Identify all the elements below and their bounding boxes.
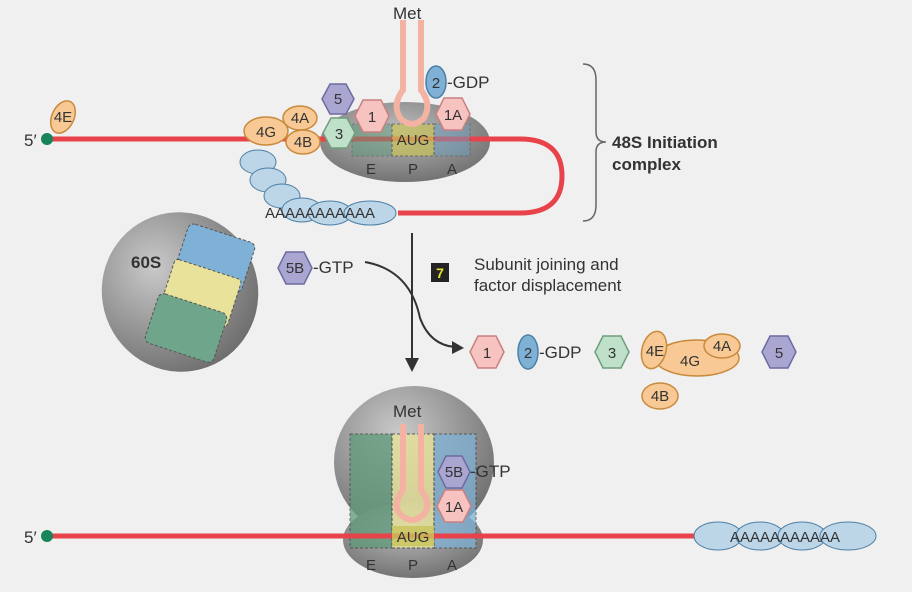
- released-factor-4g-label: 4G: [680, 353, 700, 370]
- a-site-label-bottom: A: [447, 557, 457, 574]
- factor-1-hexagon: [354, 99, 390, 133]
- factor-3-label: 3: [335, 126, 343, 143]
- factor-4e-oval: [49, 100, 77, 134]
- complex-label-line1: 48S Initiation: [612, 133, 718, 152]
- poly-a-tail-top: AAAAAAAAAAA: [265, 205, 375, 222]
- step-number: 7: [436, 265, 444, 281]
- factor-5b-hexagon-bound: [437, 455, 471, 489]
- met-label-bottom: Met: [393, 402, 422, 421]
- factor-5b-label-bound: 5B: [445, 464, 463, 481]
- trna-met-top: [393, 20, 431, 127]
- factor-5b-label-free: 5B: [286, 260, 304, 277]
- released-factor-2-label: 2: [524, 345, 532, 362]
- factor-4b-oval: [285, 129, 321, 155]
- released-factor-2-oval: [517, 334, 539, 370]
- released-factor-4b-label: 4B: [651, 388, 669, 405]
- aug-codon-top: AUG: [397, 132, 430, 149]
- p-site-label-top: P: [408, 161, 418, 178]
- trna-met-bottom: [393, 424, 431, 523]
- e-site-channel: [349, 433, 393, 549]
- released-factor-4e-oval: [640, 330, 668, 370]
- factor-1a-hexagon-bottom: [436, 489, 472, 523]
- e-site-label-top: E: [366, 161, 376, 178]
- step-label-line2: factor displacement: [474, 276, 622, 295]
- released-factor-4b-oval: [641, 382, 679, 410]
- subunit-60s-label: 60S: [131, 253, 161, 272]
- gtp-label-bound: -GTP: [470, 462, 511, 481]
- displacement-arrow: [364, 261, 456, 348]
- gdp-label-top: -GDP: [447, 73, 490, 92]
- displacement-arrow-head: [452, 341, 464, 354]
- factor-2-oval-top: [425, 65, 447, 99]
- step-number-badge: [431, 263, 449, 282]
- released-factor-5-hexagon: [761, 335, 797, 369]
- mrna-strand-top: [47, 136, 565, 216]
- five-prime-label-bottom: 5′: [24, 528, 37, 547]
- released-factor-1-label: 1: [483, 345, 491, 362]
- released-factor-4a-oval: [703, 333, 741, 359]
- factor-1-label: 1: [368, 109, 376, 126]
- factor-5b-hexagon-free: [277, 251, 313, 285]
- a-site-label-top: A: [447, 161, 457, 178]
- factor-4e-label: 4E: [54, 109, 72, 126]
- released-factor-5-label: 5: [775, 345, 783, 362]
- factor-4b-label: 4B: [294, 134, 312, 151]
- down-arrow-head: [405, 358, 419, 372]
- factor-4g-oval: [243, 116, 289, 146]
- step-label-line1: Subunit joining and: [474, 255, 619, 274]
- cap-5prime-top: [41, 133, 53, 145]
- p-site-box: [391, 123, 435, 157]
- five-prime-label-top: 5′: [24, 131, 37, 150]
- factor-1a-label: 1A: [444, 107, 462, 124]
- factor-4a-label: 4A: [291, 110, 309, 127]
- factor-1a-hexagon: [435, 97, 471, 131]
- cap-5prime-bottom: [41, 530, 53, 542]
- gtp-label-free: -GTP: [313, 258, 354, 277]
- factor-3-hexagon: [322, 117, 356, 149]
- released-factor-4e-label: 4E: [646, 343, 664, 360]
- poly-a-tail-bottom: AAAAAAAAAAA: [730, 529, 840, 546]
- factor-1a-label-bottom: 1A: [445, 499, 463, 516]
- released-factor-1-hexagon: [469, 335, 505, 369]
- complex-bracket: [582, 63, 607, 222]
- released-gdp-label: -GDP: [539, 343, 582, 362]
- complex-label-line2: complex: [612, 155, 682, 174]
- released-factor-3-hexagon: [594, 335, 630, 369]
- met-label-top: Met: [393, 4, 422, 23]
- large-subunit-60s: [101, 212, 259, 372]
- factor-5-hexagon: [321, 83, 355, 115]
- poly-a-binding-chain-top: [239, 149, 397, 226]
- poly-a-binding-chain-bottom: [693, 521, 877, 551]
- factor-5-label: 5: [334, 91, 342, 108]
- factor-4g-label: 4G: [256, 124, 276, 141]
- factor-2-label-top: 2: [432, 75, 440, 92]
- released-factor-4a-label: 4A: [713, 338, 731, 355]
- p-site-label-bottom: P: [408, 557, 418, 574]
- aug-codon-box-bottom: [392, 526, 434, 546]
- e-site-label-bottom: E: [366, 557, 376, 574]
- released-factor-3-label: 3: [608, 345, 616, 362]
- aug-codon-bottom: AUG: [397, 529, 430, 546]
